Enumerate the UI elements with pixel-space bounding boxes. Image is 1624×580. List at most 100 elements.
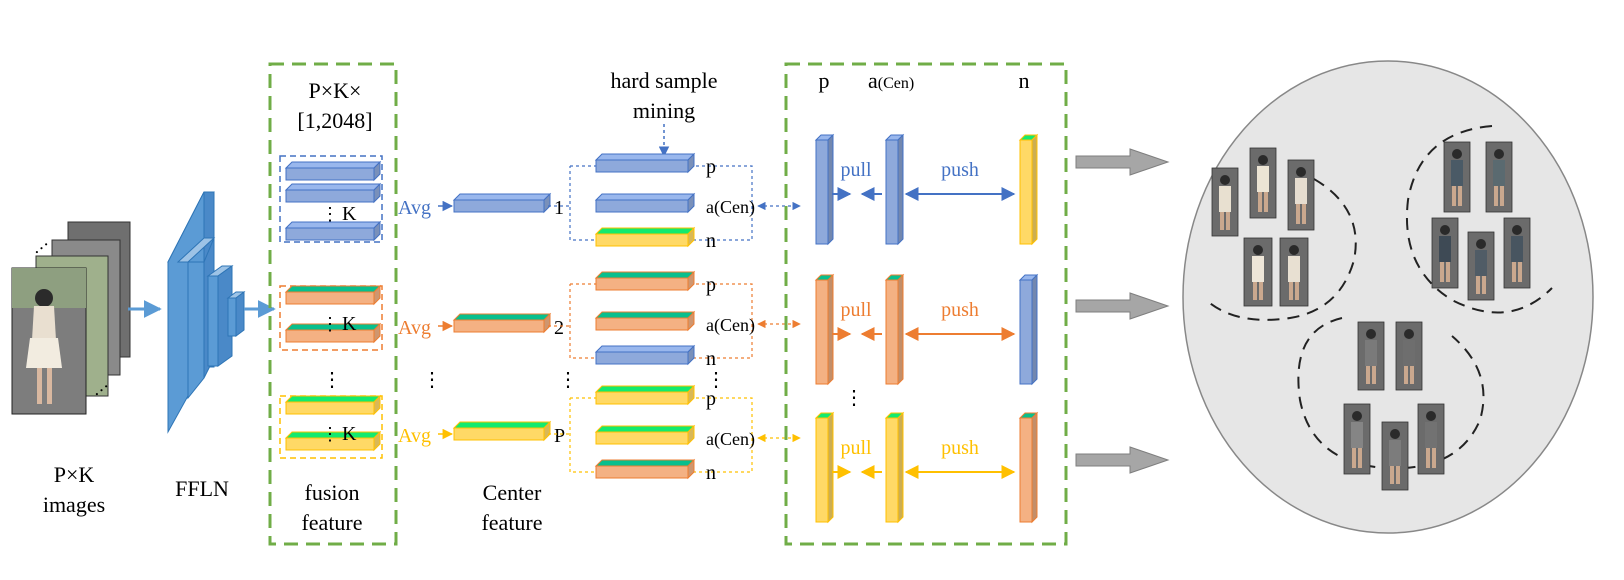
person-thumbnail — [1417, 403, 1445, 475]
loss-bar-a — [884, 411, 905, 524]
pull-label: pull — [840, 159, 872, 181]
loss-bar-p — [814, 133, 835, 246]
avg-label: Avg — [398, 197, 431, 219]
fusion-bar — [284, 220, 382, 242]
mining-bar-a — [594, 424, 696, 446]
fusion-group-vdots: ⋮ — [321, 314, 339, 334]
mining-row-label: p — [706, 274, 716, 296]
cluster-boundary-2 — [1406, 125, 1553, 314]
mining-vdots: ⋮ — [706, 369, 726, 391]
loss-row-yellow: pull push — [814, 411, 1039, 524]
mining-row-label: n — [706, 230, 716, 252]
person-thumbnail — [1431, 217, 1459, 289]
loss-bar-n — [1018, 273, 1039, 386]
loss-header-a: a(Cen) — [868, 68, 914, 93]
center-vdots-left: ⋮ — [422, 369, 442, 391]
fusion-label-line2: feature — [301, 510, 362, 535]
person-thumbnail — [1357, 321, 1385, 391]
loss-bar-n — [1018, 133, 1039, 246]
center-label-line1: Center — [483, 480, 542, 505]
person-thumbnail — [1443, 141, 1471, 213]
push-label: push — [941, 299, 979, 321]
mining-label-line1: hard sample — [611, 68, 718, 93]
mining-row-label: a(Cen) — [706, 315, 755, 336]
fusion-group-vdots: ⋮ — [321, 424, 339, 444]
loss-header-a-sub: (Cen) — [878, 75, 914, 92]
image-stack-ellipsis-top: … — [25, 231, 52, 258]
mining-row-label: n — [706, 348, 716, 370]
person-thumbnail — [1211, 167, 1239, 237]
fusion-dims-line1: P×K× — [309, 78, 362, 103]
mining-group-orange: p a(Cen) n — [569, 270, 801, 370]
fusion-group-orange: ⋮K — [279, 284, 383, 351]
fusion-feature-groups: ⋮K⋮K⋮K — [279, 155, 383, 459]
fusion-bar — [284, 322, 382, 344]
center-index: P — [554, 425, 565, 447]
cluster-thumbnails — [1211, 141, 1531, 491]
person-thumbnail — [1395, 321, 1423, 391]
mining-bar-p — [594, 384, 696, 406]
loss-bar-p — [814, 411, 835, 524]
fusion-label-line1: fusion — [305, 480, 360, 505]
center-feature-bar — [452, 420, 552, 442]
loss-header-n: n — [1019, 68, 1030, 93]
loss-row-blue: pull push — [814, 133, 1039, 246]
mining-row-label: n — [706, 462, 716, 484]
output-arrow — [1075, 446, 1170, 474]
pull-label: pull — [840, 437, 872, 459]
embedding-space — [1182, 60, 1594, 534]
person-thumbnail — [1243, 237, 1273, 307]
fusion-bar — [284, 182, 382, 204]
output-arrow — [1075, 292, 1170, 320]
person-thumbnail — [1287, 159, 1315, 231]
mining-bar-a — [594, 192, 696, 214]
fusion-group-k: K — [342, 423, 357, 445]
fusion-group-k: K — [342, 203, 357, 225]
loss-vdots: ⋮ — [844, 387, 864, 409]
output-arrows — [1075, 148, 1170, 474]
fusion-dashed-frame — [268, 62, 398, 546]
fusion-bar — [284, 394, 382, 416]
mining-bar-n — [594, 226, 696, 248]
avg-label: Avg — [398, 317, 431, 339]
input-image-stack: … … — [11, 221, 131, 415]
person-thumbnail — [1343, 403, 1371, 475]
person-thumbnail — [1279, 237, 1309, 307]
mining-bar-a — [594, 310, 696, 332]
person-thumbnail — [1381, 421, 1409, 491]
center-feature-bar — [452, 192, 552, 214]
network-label: FFLN — [175, 476, 229, 501]
loss-bar-p — [814, 273, 835, 386]
center-feature-bar — [452, 312, 552, 334]
avg-label: Avg — [398, 425, 431, 447]
fusion-group-frame — [279, 155, 383, 243]
mining-group-yellow: pa(Cen)n — [569, 384, 801, 484]
loss-header-p: p — [819, 68, 830, 93]
ffln-network — [167, 191, 246, 434]
mining-row-label: a(Cen) — [706, 197, 755, 218]
person-thumbnail — [1467, 231, 1495, 301]
loss-dashed-frame — [784, 62, 1068, 546]
mining-label-line2: mining — [633, 98, 695, 123]
fusion-group-vdots: ⋮ — [321, 204, 339, 224]
center-label-line2: feature — [481, 510, 542, 535]
mining-row-label: p — [706, 156, 716, 178]
push-label: push — [941, 159, 979, 181]
fusion-group-yellow: ⋮K — [279, 394, 383, 459]
fusion-group-blue: ⋮K — [279, 155, 383, 243]
person-thumbnail — [1503, 217, 1531, 289]
mining-triplet-groups: pa(Cen)npa(Cen)npa(Cen)n — [569, 152, 801, 484]
center-row-yellow: Avg P — [398, 420, 570, 447]
push-label: push — [941, 437, 979, 459]
mining-bar-p — [594, 270, 696, 292]
person-thumbnail — [1485, 141, 1513, 213]
output-arrow — [1075, 148, 1170, 176]
loss-header-a-main: a — [868, 68, 878, 93]
mining-row-label: p — [706, 388, 716, 410]
fusion-bar — [284, 160, 382, 182]
mining-bar-p — [594, 152, 696, 174]
